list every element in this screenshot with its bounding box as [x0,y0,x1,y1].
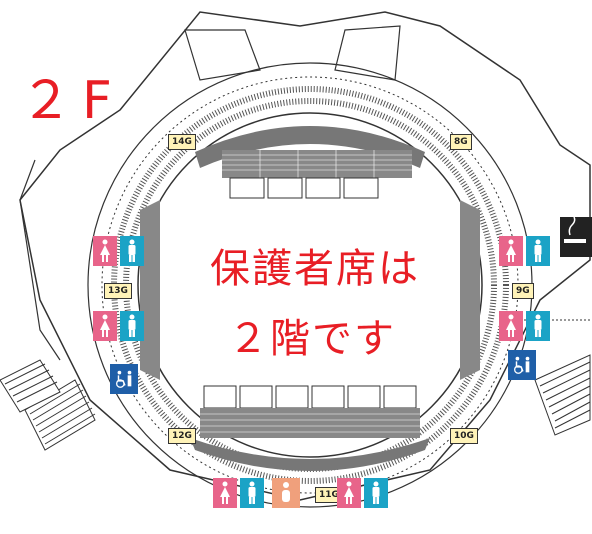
women-restroom-icon [337,478,361,508]
men-restroom-icon [120,236,144,266]
guardian-seating-notice-line1: 保護者席は [210,246,420,292]
guardian-seating-notice-line2: ２階です [228,316,396,362]
gate-label-14g: 14G [168,134,196,150]
arena-floor [137,112,483,458]
floor-label: ２F [20,71,122,131]
gate-label-11g: 11G [315,487,343,503]
accessible-restroom-icon [110,364,138,394]
seating-block-north [195,126,425,199]
seating-block-sides [140,200,480,380]
women-restroom-icon [213,478,237,508]
men-restroom-icon [526,311,550,341]
accessible-restroom-icon [508,350,536,380]
men-restroom-icon [364,478,388,508]
gate-label-10g: 10G [450,428,478,444]
stair-block-ne [334,25,401,81]
gate-label-13g: 13G [104,283,132,299]
gate-label-9g: 9G [512,283,534,299]
men-restroom-icon [240,478,264,508]
stair-block-nw [184,29,261,81]
gate-label-8g: 8G [450,134,472,150]
smoking-area-icon [560,216,592,257]
women-restroom-icon [93,236,117,266]
stairs-bottom-left [0,359,96,451]
men-restroom-icon [120,311,144,341]
men-restroom-icon [526,236,550,266]
women-restroom-icon [499,236,523,266]
gate-label-12g: 12G [168,428,196,444]
women-restroom-icon [499,311,523,341]
stairs-bottom-right [534,354,591,436]
nursing-room-icon [272,478,300,508]
seating-block-south [190,385,430,471]
women-restroom-icon [93,311,117,341]
